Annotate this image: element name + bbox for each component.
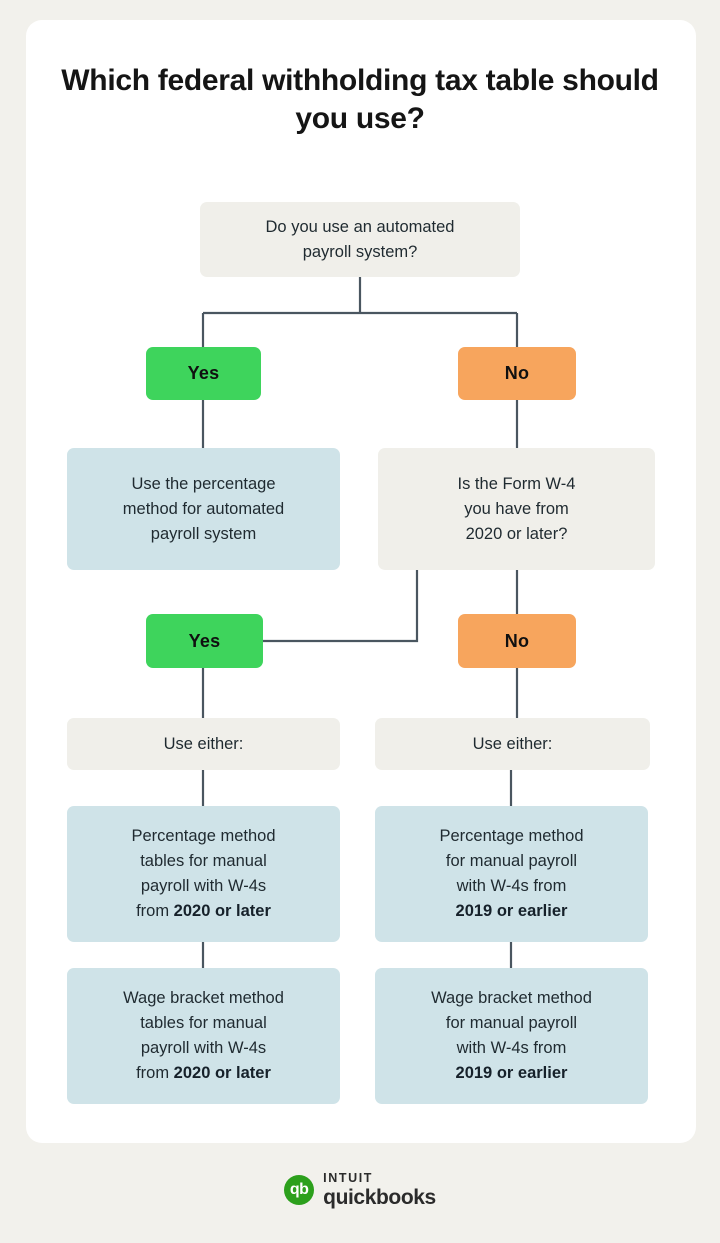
result-percentage-method-automated-line1: Use the percentage: [131, 474, 276, 493]
result-wage-bracket-2019-earlier-line2: for manual payroll: [445, 1014, 578, 1032]
result-wage-bracket-2019-earlier-line1: Wage bracket method: [431, 989, 592, 1007]
result-wage-bracket-tables-2020-later-line3: payroll with W-4s: [140, 1039, 267, 1057]
result-percentage-tables-2020-later-emphasis: 2020 or later: [173, 902, 271, 920]
result-wage-bracket-2019-earlier-emphasis: 2019 or earlier: [455, 1064, 568, 1082]
answer-no-automated-payroll[interactable]: No: [458, 347, 576, 400]
question-form-w4-year: Is the Form W-4 you have from 2020 or la…: [378, 448, 655, 570]
result-wage-bracket-tables-2020-later-line1: Wage bracket method: [123, 989, 284, 1007]
result-percentage-method-2019-earlier: Percentage method for manual payroll wit…: [375, 806, 648, 942]
answer-no-form-w4-year[interactable]: No: [458, 614, 576, 668]
logo-wordmark: INTUIT quickbooks: [323, 1172, 436, 1208]
result-wage-bracket-tables-2020-later-line2: tables for manual: [140, 1014, 267, 1032]
label-use-either-left: Use either:: [67, 718, 340, 770]
quickbooks-logo: qb INTUIT quickbooks: [0, 1172, 720, 1208]
question-automated-payroll: Do you use an automated payroll system?: [200, 202, 520, 277]
question-form-w4-year-line1: Is the Form W-4: [457, 474, 576, 493]
label-use-either-right: Use either:: [375, 718, 650, 770]
result-wage-bracket-2019-earlier: Wage bracket method for manual payroll w…: [375, 968, 648, 1104]
result-percentage-method-2019-earlier-line1: Percentage method: [439, 827, 584, 845]
answer-yes-form-w4-year[interactable]: Yes: [146, 614, 263, 668]
result-percentage-method-2019-earlier-line2: for manual payroll: [445, 852, 578, 870]
result-percentage-method-automated-line3: payroll system: [150, 524, 257, 543]
result-percentage-method-2019-earlier-emphasis: 2019 or earlier: [455, 902, 568, 920]
result-wage-bracket-tables-2020-later-line4-prefix: from: [136, 1064, 174, 1082]
question-automated-payroll-line2: payroll system?: [302, 242, 418, 261]
result-percentage-tables-2020-later-line1: Percentage method: [131, 827, 276, 845]
answer-yes-automated-payroll[interactable]: Yes: [146, 347, 261, 400]
result-percentage-method-automated: Use the percentage method for automated …: [67, 448, 340, 570]
page-title: Which federal withholding tax table shou…: [61, 64, 659, 135]
result-percentage-method-automated-line2: method for automated: [122, 499, 285, 518]
logo-intuit-text: INTUIT: [323, 1171, 374, 1185]
result-percentage-tables-2020-later-line2: tables for manual: [140, 852, 267, 870]
result-percentage-tables-2020-later: Percentage method tables for manual payr…: [67, 806, 340, 942]
quickbooks-mark-icon: qb: [284, 1174, 315, 1205]
question-form-w4-year-line3: 2020 or later?: [465, 524, 568, 543]
logo-quickbooks-text: quickbooks: [323, 1185, 436, 1209]
result-percentage-tables-2020-later-line3: payroll with W-4s: [140, 877, 267, 895]
result-wage-bracket-tables-2020-later-emphasis: 2020 or later: [173, 1064, 271, 1082]
result-wage-bracket-2019-earlier-line3: with W-4s from: [456, 1039, 567, 1057]
question-automated-payroll-line1: Do you use an automated: [265, 217, 455, 236]
result-percentage-method-2019-earlier-line3: with W-4s from: [456, 877, 567, 895]
result-wage-bracket-tables-2020-later: Wage bracket method tables for manual pa…: [67, 968, 340, 1104]
question-form-w4-year-line2: you have from: [464, 499, 569, 518]
result-percentage-tables-2020-later-line4-prefix: from: [136, 902, 174, 920]
